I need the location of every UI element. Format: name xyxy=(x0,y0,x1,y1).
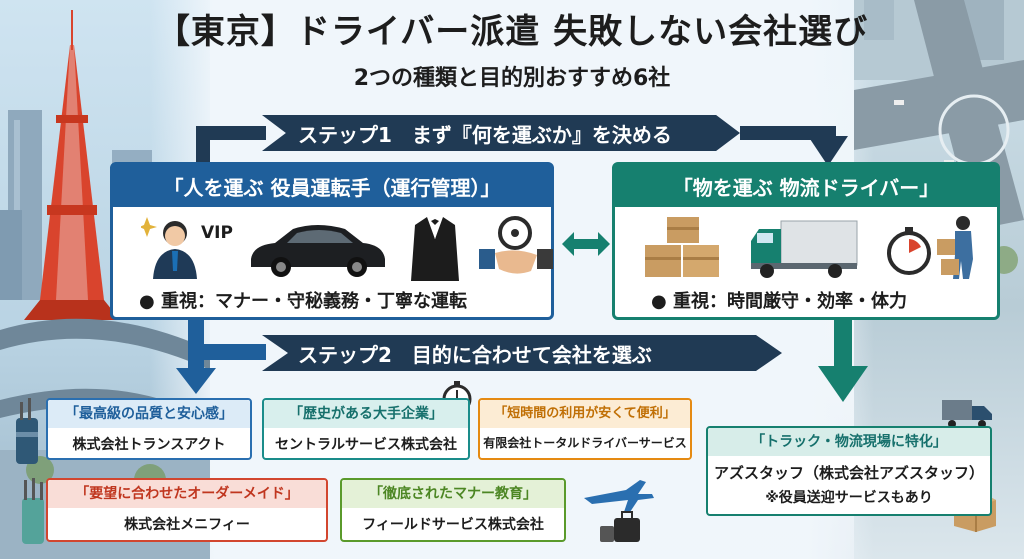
arrow-down-icon xyxy=(176,368,216,394)
card-tagline: 「徹底されたマナー教育」 xyxy=(342,480,564,508)
boxes-icon xyxy=(645,217,719,277)
card-company-name: フィールドサービス株式会社 xyxy=(362,517,544,533)
vip-label: VIP xyxy=(201,223,233,243)
company-card[interactable]: 「短時間の利用が安くて便利」 有限会社トータルドライバーサービス xyxy=(478,398,692,460)
card-tagline: 「歴史がある大手企業」 xyxy=(264,400,468,428)
truck-icon xyxy=(751,220,858,278)
connector-line xyxy=(196,126,266,140)
black-sedan-icon xyxy=(251,225,385,277)
company-card[interactable]: 「トラック・物流現場に特化」 アズスタッフ（株式会社アズスタッフ） ※役員送迎サ… xyxy=(706,426,992,516)
card-tagline: 「トラック・物流現場に特化」 xyxy=(708,428,990,456)
tuxedo-icon xyxy=(411,217,459,281)
card-company-name: 株式会社トランスアクト xyxy=(72,437,226,453)
connector-line xyxy=(196,344,266,360)
card-tagline: 「最高級の品質と安心感」 xyxy=(48,400,250,428)
vip-person-icon xyxy=(141,217,197,279)
stopwatch-courier-icon xyxy=(887,216,973,279)
step2-banner: ステップ2 目的に合わせて会社を選ぶ xyxy=(262,335,782,371)
goods-panel-title: 「物を運ぶ 物流ドライバー」 xyxy=(615,165,997,207)
card-note: ※役員送迎サービスもあり xyxy=(765,490,933,506)
step1-banner: ステップ1 まず『何を運ぶか』を決める xyxy=(262,115,740,151)
card-tagline: 「短時間の利用が安くて便利」 xyxy=(480,400,690,428)
arrow-down-icon xyxy=(808,136,848,166)
handshake-icon xyxy=(479,216,553,274)
card-tagline: 「要望に合わせたオーダーメイド」 xyxy=(48,480,326,508)
card-company-name: 株式会社メニフィー xyxy=(124,517,250,533)
golf-bag-icon xyxy=(16,398,38,464)
arrow-down-icon xyxy=(818,366,868,402)
card-company-name: アズスタッフ（株式会社アズスタッフ） xyxy=(713,464,984,482)
people-panel: 「人を運ぶ 役員運転手（運行管理）」 VIP ● 重視：マナー・守秘義務・丁寧な… xyxy=(110,162,554,320)
connector-line xyxy=(834,318,852,368)
company-card[interactable]: 「徹底されたマナー教育」 フィールドサービス株式会社 xyxy=(340,478,566,542)
company-card[interactable]: 「要望に合わせたオーダーメイド」 株式会社メニフィー xyxy=(46,478,328,542)
card-company-name: セントラルサービス株式会社 xyxy=(275,437,457,453)
page-title: 【東京】ドライバー派遣 失敗しない会社選び xyxy=(155,12,869,52)
people-panel-title: 「人を運ぶ 役員運転手（運行管理）」 xyxy=(113,165,551,207)
company-card[interactable]: 「最高級の品質と安心感」 株式会社トランスアクト xyxy=(46,398,252,460)
goods-panel: 「物を運ぶ 物流ドライバー」 ● 重視：時間厳守・効率・体力 xyxy=(612,162,1000,320)
goods-panel-note: ● 重視：時間厳守・効率・体力 xyxy=(651,291,907,312)
page-subtitle: 2つの種類と目的別おすすめ6社 xyxy=(353,66,671,91)
golf-bag-icon xyxy=(22,478,44,544)
people-panel-note: ● 重視：マナー・守秘義務・丁寧な運転 xyxy=(139,291,467,312)
connector-line xyxy=(196,130,210,170)
double-arrow-icon xyxy=(562,232,610,256)
airplane-luggage-icon xyxy=(584,480,654,542)
card-company-name: 有限会社トータルドライバーサービス xyxy=(483,436,687,450)
company-card[interactable]: 「歴史がある大手企業」 セントラルサービス株式会社 xyxy=(262,398,470,460)
